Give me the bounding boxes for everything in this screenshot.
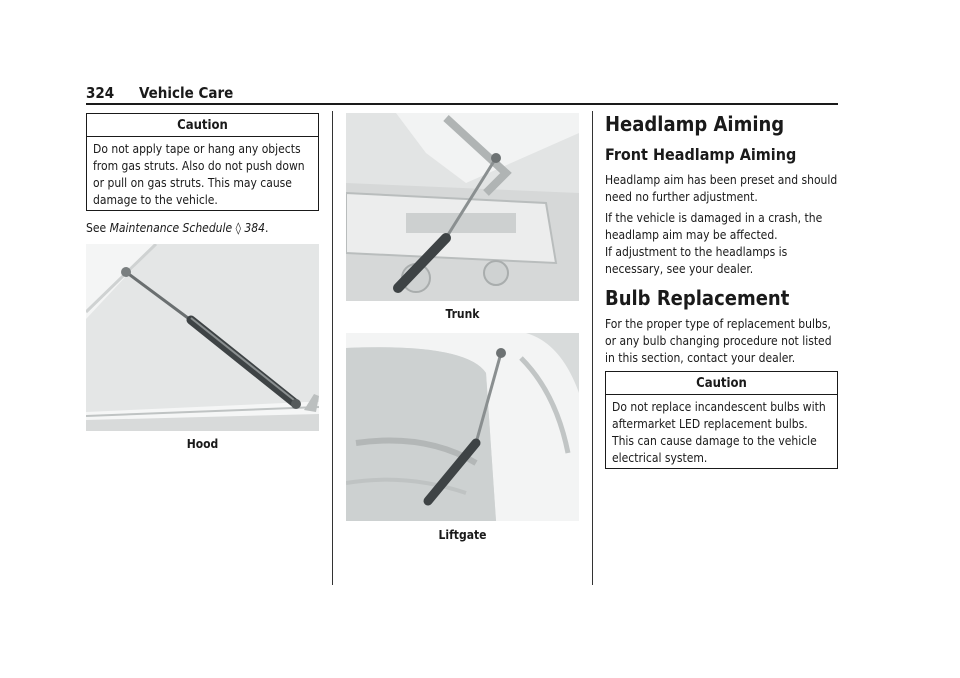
hood-caption: Hood bbox=[186, 437, 219, 451]
caution-text: Do not apply tape or hang any objects fr… bbox=[93, 142, 305, 207]
page-header: 324 Vehicle Care bbox=[86, 84, 838, 104]
header-rule bbox=[86, 103, 838, 105]
section-title: Vehicle Care bbox=[139, 84, 234, 102]
page-number: 324 bbox=[86, 84, 115, 102]
caution-title: Caution bbox=[606, 372, 837, 395]
heading-bulb-replacement: Bulb Replacement bbox=[605, 286, 790, 310]
heading-headlamp-aiming: Headlamp Aiming bbox=[605, 112, 785, 136]
see-suffix: . bbox=[265, 221, 269, 235]
column-divider-2 bbox=[592, 111, 593, 585]
caution-title: Caution bbox=[87, 114, 318, 137]
liftgate-caption: Liftgate bbox=[438, 528, 487, 542]
liftgate-strut-illustration bbox=[346, 333, 579, 521]
caution-box-struts: Caution Do not apply tape or hang any ob… bbox=[86, 113, 319, 211]
paragraph-adjustment: If adjustment to the headlamps is necess… bbox=[605, 245, 788, 276]
heading-front-headlamp-aiming: Front Headlamp Aiming bbox=[605, 145, 797, 164]
page-ref-icon: ◊ bbox=[235, 221, 241, 235]
see-reference: See Maintenance Schedule ◊ 384. bbox=[86, 220, 319, 237]
paragraph-crash: If the vehicle is damaged in a crash, th… bbox=[605, 211, 823, 242]
paragraph-bulbs: For the proper type of replacement bulbs… bbox=[605, 317, 832, 365]
column-divider-1 bbox=[332, 111, 333, 585]
trunk-strut-illustration bbox=[346, 113, 579, 301]
caution-box-led: Caution Do not replace incandescent bulb… bbox=[605, 371, 838, 469]
see-prefix: See bbox=[86, 221, 110, 235]
caution-text: Do not replace incandescent bulbs with a… bbox=[612, 400, 826, 465]
page-ref-number[interactable]: 384 bbox=[244, 221, 265, 235]
trunk-caption: Trunk bbox=[445, 307, 480, 321]
hood-strut-illustration bbox=[86, 244, 319, 431]
maintenance-schedule-link[interactable]: Maintenance Schedule bbox=[109, 221, 233, 235]
paragraph-preset: Headlamp aim has been preset and should … bbox=[605, 173, 838, 204]
